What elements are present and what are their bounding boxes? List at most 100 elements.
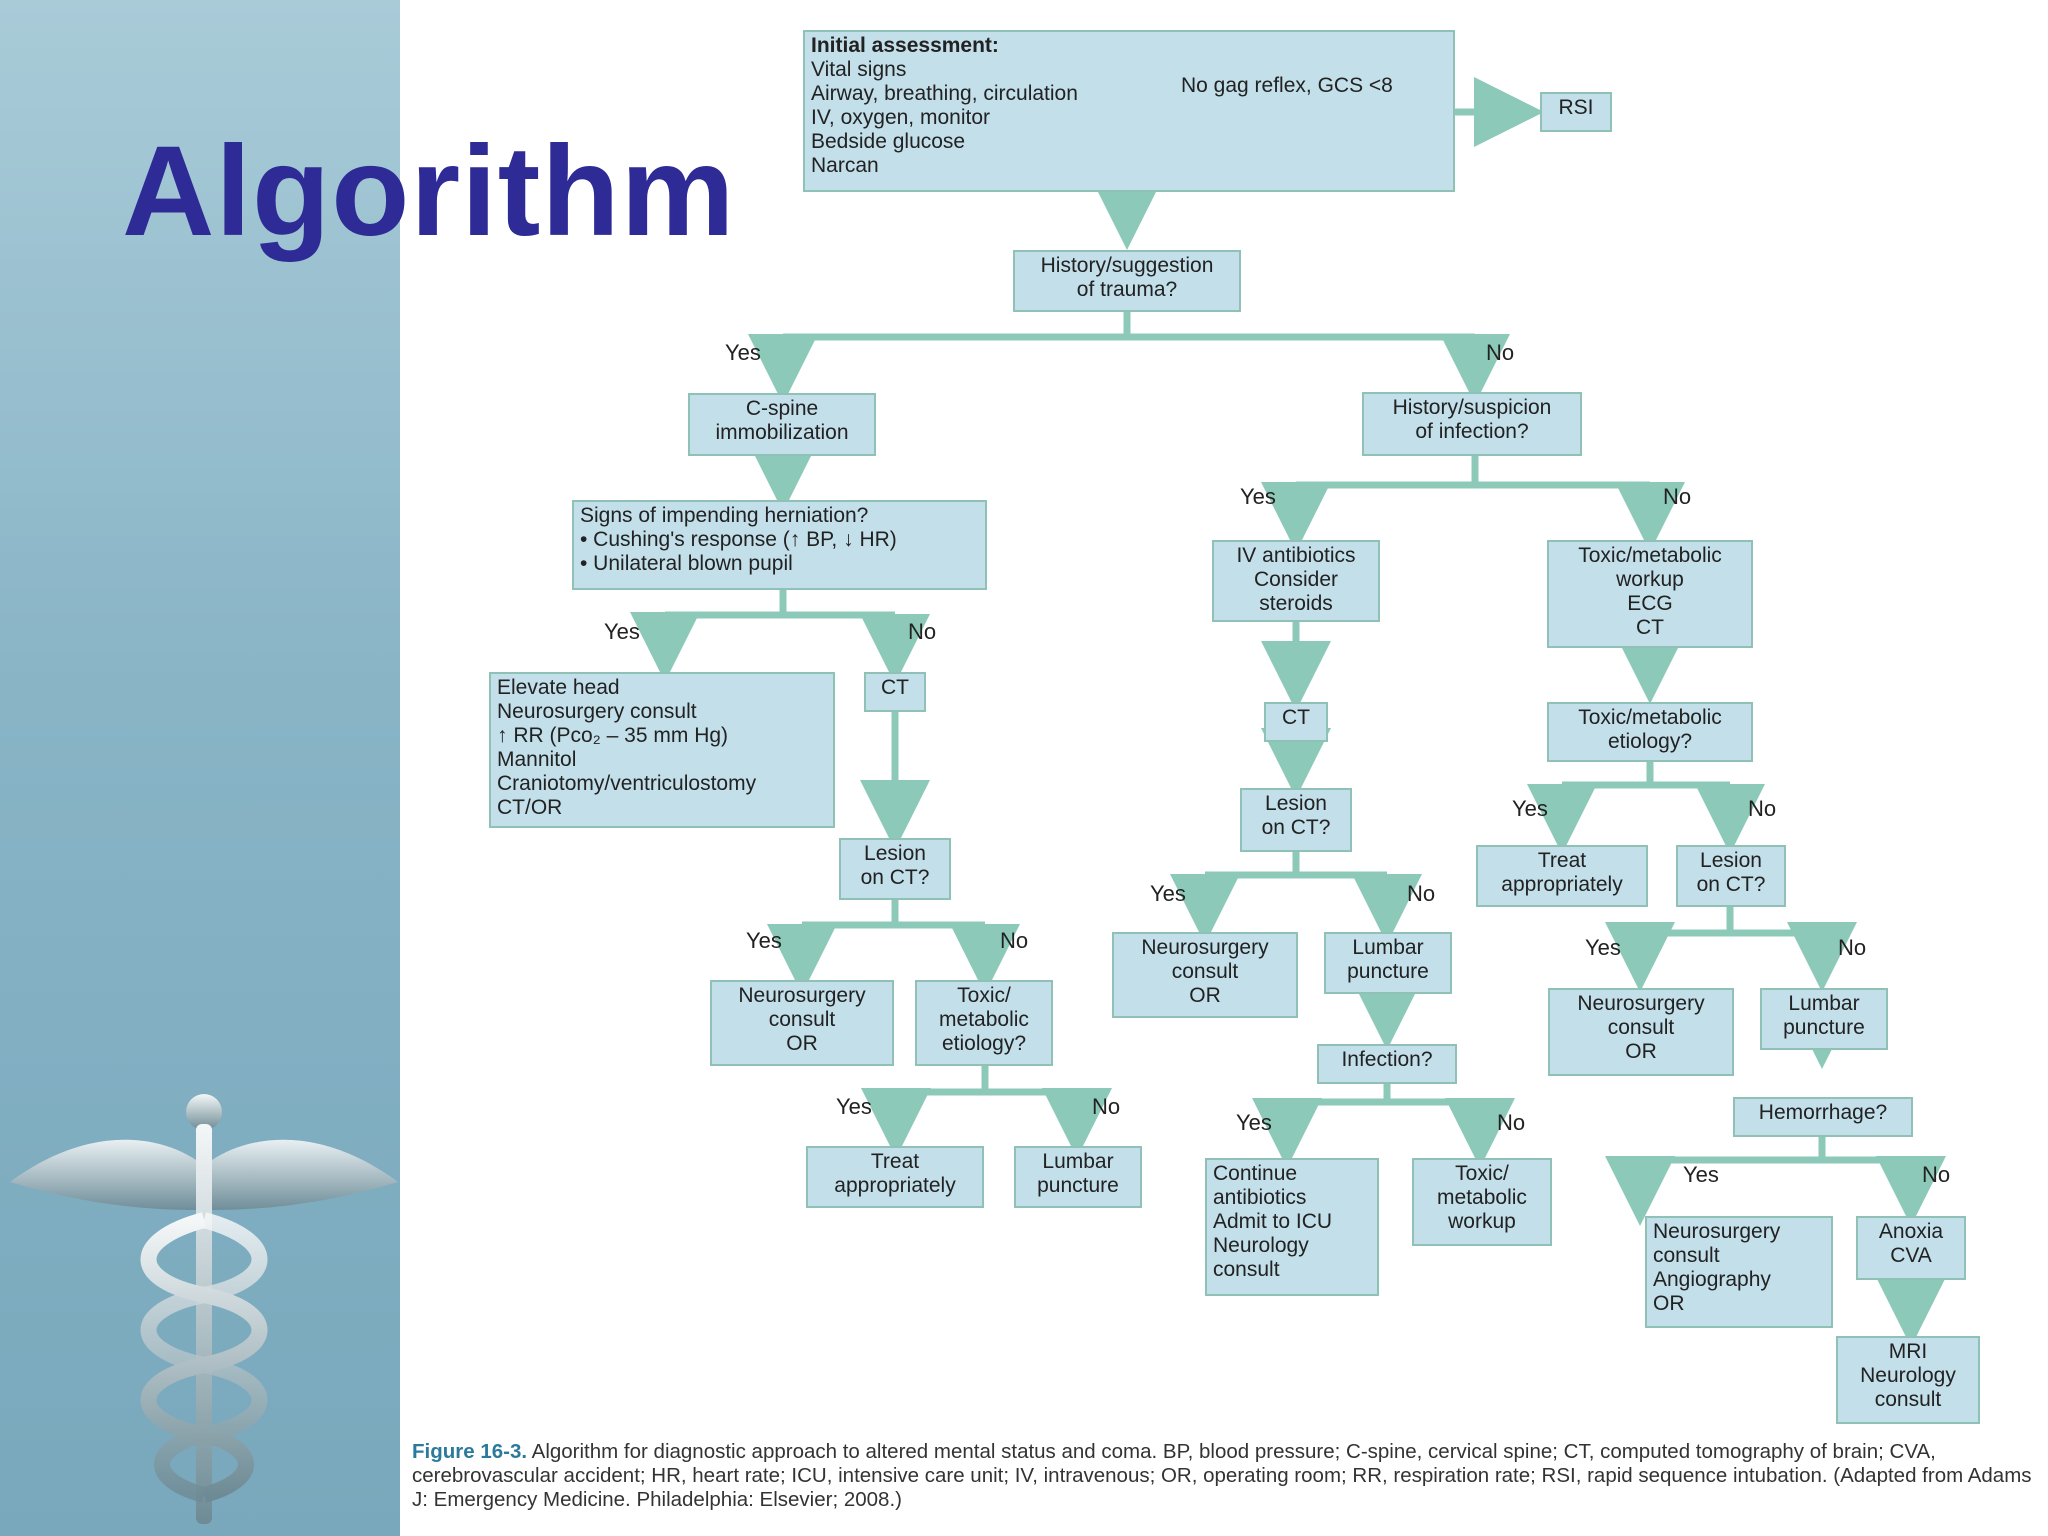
node-line: Toxic/	[1455, 1162, 1509, 1185]
branch-label-yes: Yes	[1236, 1110, 1272, 1135]
node-line: • Cushing's response (↑ BP, ↓ HR)	[580, 528, 897, 551]
node-continue-antibiotics: Continue antibiotics Admit to ICU Neurol…	[1205, 1158, 1379, 1296]
node-line: CT	[1282, 706, 1310, 729]
node-line: consult	[1171, 960, 1239, 983]
node-lumbar-2: Lumbar puncture	[1324, 932, 1452, 994]
branch-label-yes: Yes	[1240, 484, 1276, 509]
branch-label-no: No	[1407, 881, 1436, 906]
node-line: Neurosurgery	[738, 984, 866, 1007]
connector	[1205, 852, 1387, 930]
node-line: Infection?	[1341, 1048, 1433, 1071]
node-line: Neurosurgery	[1577, 992, 1705, 1015]
node-iv-antibiotics: IV antibiotics Consider steroids	[1212, 540, 1380, 622]
node-line: IV antibiotics	[1236, 544, 1356, 567]
node-line: Lesion	[1700, 849, 1762, 872]
node-line: • Unilateral blown pupil	[580, 552, 793, 575]
node-line: ↑ RR (Pco₂ – 35 mm Hg)	[497, 724, 729, 747]
node-line: Toxic/metabolic	[1578, 706, 1722, 729]
node-ct-2: CT	[1264, 702, 1328, 742]
node-lesion-2: Lesion on CT?	[1240, 788, 1352, 852]
node-line: immobilization	[715, 421, 849, 444]
branch-label-yes: Yes	[725, 340, 761, 365]
node-line: consult	[768, 1008, 836, 1031]
node-line: Airway, breathing, circulation	[811, 82, 1078, 105]
node-line: workup	[1448, 1210, 1516, 1233]
branch-label-yes: Yes	[1683, 1162, 1719, 1187]
node-line: OR	[1189, 984, 1221, 1007]
connector	[896, 1062, 1077, 1144]
node-hemorrhage: Hemorrhage?	[1733, 1097, 1913, 1137]
caduceus-icon	[10, 1094, 398, 1524]
branch-label-yes: Yes	[746, 928, 782, 953]
node-lesion-3: Lesion on CT?	[1676, 845, 1786, 907]
connector	[1640, 906, 1822, 978]
node-line: Narcan	[811, 154, 879, 177]
branch-label-no: No	[1663, 484, 1692, 509]
connector	[1296, 456, 1650, 538]
node-line: Continue	[1213, 1162, 1298, 1185]
node-line: Hemorrhage?	[1758, 1101, 1888, 1124]
figure-caption: Figure 16-3. Algorithm for diagnostic ap…	[412, 1440, 2032, 1512]
node-line: appropriately	[834, 1174, 956, 1197]
branch-label-yes: Yes	[604, 619, 640, 644]
node-line: History/suspicion	[1392, 396, 1552, 419]
node-line: Neurosurgery	[1653, 1220, 1781, 1243]
branch-label-no: No	[1922, 1162, 1951, 1187]
node-treat-2: Treat appropriately	[1476, 845, 1648, 907]
node-line: MRI	[1888, 1340, 1928, 1363]
slide-title: Algorithm	[122, 120, 736, 263]
connector	[1562, 762, 1730, 840]
node-line: on CT?	[1261, 816, 1331, 839]
connector	[665, 590, 895, 668]
node-aside: No gag reflex, GCS <8	[1181, 74, 1393, 97]
node-line: Admit to ICU	[1213, 1210, 1333, 1233]
node-line: steroids	[1259, 592, 1333, 615]
node-line: Bedside glucose	[811, 130, 966, 153]
node-heading: Initial assessment:	[811, 34, 999, 57]
node-line: Lesion	[864, 842, 926, 865]
connector	[783, 312, 1475, 390]
node-line: antibiotics	[1213, 1186, 1307, 1209]
node-toxic-workup-2: Toxic/ metabolic workup	[1412, 1158, 1552, 1246]
node-line: appropriately	[1501, 873, 1623, 896]
node-line: IV, oxygen, monitor	[811, 106, 990, 129]
node-line: etiology?	[1607, 730, 1693, 753]
node-line: Toxic/metabolic	[1578, 544, 1722, 567]
node-line: workup	[1616, 568, 1684, 591]
node-line: Mannitol	[497, 748, 577, 771]
node-line: puncture	[1037, 1174, 1119, 1197]
node-line: Consider	[1253, 568, 1339, 591]
caption-text: Algorithm for diagnostic approach to alt…	[412, 1440, 2032, 1511]
node-neurosurgery-1: Neurosurgery consult OR	[710, 980, 894, 1066]
node-line: CT/OR	[497, 796, 563, 819]
branch-label-no: No	[1486, 340, 1515, 365]
node-lesion-1: Lesion on CT?	[839, 838, 951, 900]
branch-label-no: No	[908, 619, 937, 644]
node-line: Lumbar	[1042, 1150, 1114, 1173]
connector	[802, 888, 985, 980]
node-c-spine: C-spine immobilization	[688, 393, 876, 456]
node-herniation: Signs of impending herniation? • Cushing…	[572, 500, 987, 590]
branch-label-no: No	[1000, 928, 1029, 953]
node-line: consult	[1213, 1258, 1280, 1281]
node-line: ECG	[1627, 592, 1673, 615]
node-line: OR	[786, 1032, 818, 1055]
branch-label-no: No	[1748, 796, 1777, 821]
node-line: of infection?	[1415, 420, 1529, 443]
node-line: consult	[1607, 1016, 1675, 1039]
node-line: Neurosurgery consult	[497, 700, 697, 723]
node-toxic-workup: Toxic/metabolic workup ECG CT	[1547, 540, 1753, 648]
node-line: CT	[881, 676, 909, 699]
node-line: consult	[1874, 1388, 1942, 1411]
node-toxic-1: Toxic/ metabolic etiology?	[915, 980, 1053, 1066]
node-line: OR	[1653, 1292, 1685, 1315]
node-line: on CT?	[1696, 873, 1766, 896]
node-line: Neurology	[1213, 1234, 1309, 1257]
node-neurosurgery-2: Neurosurgery consult OR	[1112, 932, 1298, 1018]
branch-label-no: No	[1092, 1094, 1121, 1119]
node-rsi: RSI	[1540, 92, 1612, 132]
node-line: Elevate head	[497, 676, 620, 699]
branch-label-yes: Yes	[1512, 796, 1548, 821]
node-line: Vital signs	[811, 58, 907, 81]
node-neurosurgery-3: Neurosurgery consult OR	[1548, 988, 1734, 1076]
